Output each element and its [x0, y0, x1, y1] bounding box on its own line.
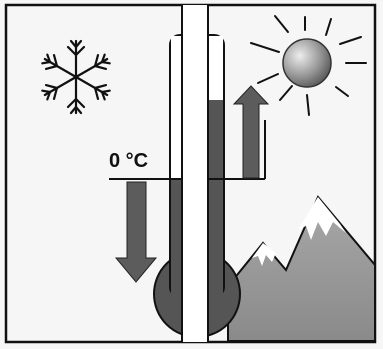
center-divider	[182, 5, 208, 342]
zero-celsius-label: 0 °C	[109, 150, 148, 172]
